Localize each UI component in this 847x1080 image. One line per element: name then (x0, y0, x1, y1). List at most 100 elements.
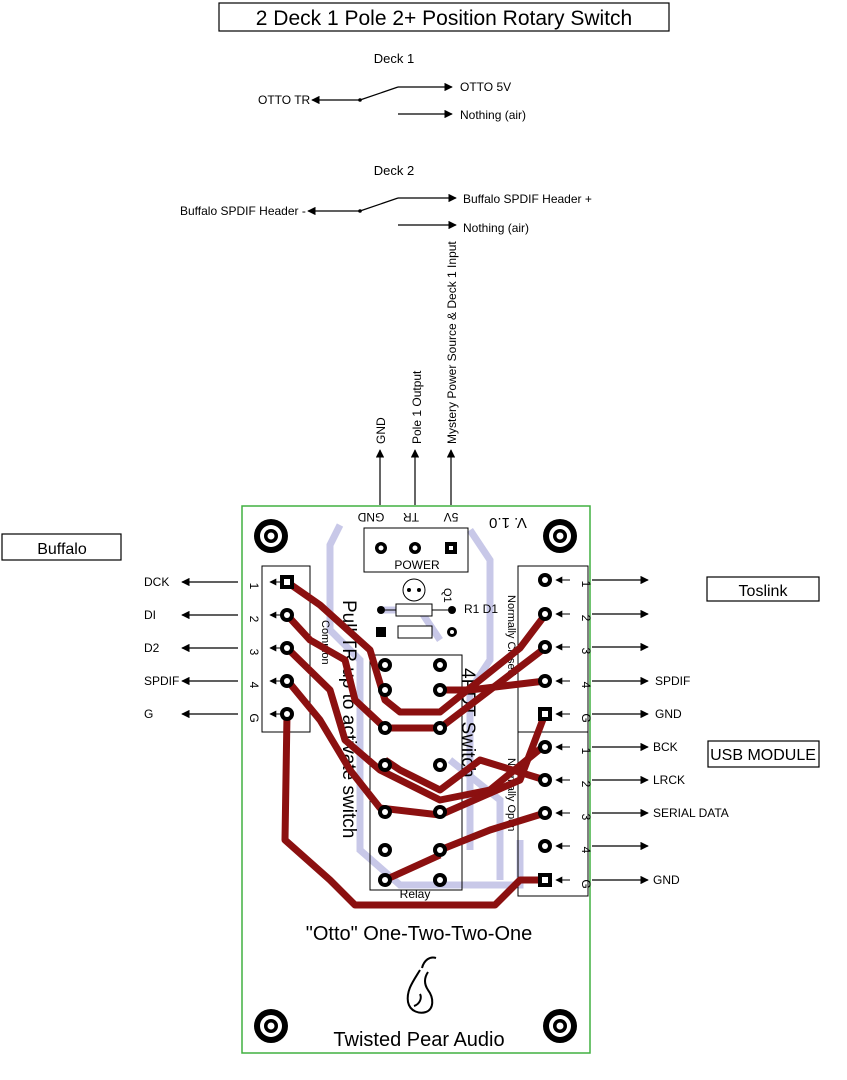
normally-closed-label: Normally Closed (505, 595, 517, 676)
right-bottom-signal-2: LRCK (653, 773, 685, 787)
deck-1-pos2-label: Nothing (air) (460, 108, 526, 122)
trace-5 (281, 713, 545, 909)
right-top-pin-1 (538, 573, 552, 587)
mount-hole-tr (543, 519, 577, 553)
title-box (218, 2, 670, 32)
left-pin-1 (280, 575, 294, 589)
left-pin-number-1: 1 (247, 583, 261, 590)
deck-1-label: Deck 1 (374, 51, 414, 66)
power-pin-gnd-label: GND (357, 510, 384, 524)
right-bottom-pin-number-3: 3 (579, 814, 593, 821)
left-signal-3: D2 (144, 641, 160, 655)
buffalo-label: Buffalo (37, 541, 87, 558)
right-bottom-pin-3 (538, 806, 552, 820)
right-bottom-pin-5 (538, 873, 552, 887)
relay-pad-l-1 (378, 658, 392, 672)
board-version: V. 1.0 (489, 514, 527, 531)
mystery-wire-label: Mystery Power Source & Deck 1 Input (445, 241, 459, 444)
right-top-pin-5 (538, 707, 552, 721)
right-bottom-pin-number-4: 4 (579, 847, 593, 854)
small-components: Q1 R1 D1 (376, 578, 498, 639)
left-pin-3 (280, 641, 294, 655)
relay-pad-l-5 (378, 805, 392, 819)
relay-pad-l-2 (378, 683, 392, 697)
power-pin-tr-label: TR (403, 510, 419, 524)
trace-8 (438, 809, 547, 854)
right-bottom-pin-number-5: G (579, 879, 593, 888)
left-pin-number-5: G (247, 713, 261, 722)
right-top-pin-3 (538, 640, 552, 654)
right-top-signal-5: GND (655, 707, 682, 721)
right-top-signal-4: SPDIF (655, 674, 690, 688)
right-top-pin-number-3: 3 (579, 648, 593, 655)
power-wires: GND Pole 1 Output Mystery Power Source &… (374, 241, 459, 505)
right-bottom-pin-4 (538, 839, 552, 853)
power-header: GND TR 5V POWER (357, 510, 469, 573)
mount-hole-bl (254, 1009, 288, 1043)
mount-hole-br (543, 1009, 577, 1043)
deck-2-label: Deck 2 (374, 163, 414, 178)
right-top-pin-4 (538, 674, 552, 688)
toslink-box (706, 576, 820, 602)
right-bottom-signal-1: BCK (653, 740, 678, 754)
left-signal-2: DI (144, 608, 156, 622)
relay-pad-r-4 (433, 758, 447, 772)
right-bottom-signal-5: GND (653, 873, 680, 887)
right-top-pin-number-1: 1 (579, 581, 593, 588)
right-top-pin-2 (538, 607, 552, 621)
q1-label: Q1 (441, 588, 453, 603)
left-signal-4: SPDIF (144, 674, 179, 688)
right-top-pin-number-5: G (579, 713, 593, 722)
relay-pad-l-3 (378, 721, 392, 735)
relay-pad-r-3 (433, 721, 447, 735)
usb-module-label: USB MODULE (710, 747, 816, 764)
relay-pad-l-7 (378, 873, 392, 887)
left-pin-number-3: 3 (247, 649, 261, 656)
pins (280, 573, 552, 887)
deck-1-pos1-label: OTTO 5V (460, 80, 511, 94)
trace-1 (284, 579, 548, 716)
relay-pad-l-6 (378, 843, 392, 857)
left-pin-4 (280, 674, 294, 688)
buffalo-box (1, 533, 122, 561)
trace-7 (383, 756, 547, 794)
usb-module-box (707, 740, 820, 768)
mount-hole-tl (254, 519, 288, 553)
relay-pad-r-7 (433, 873, 447, 887)
left-pin-number-2: 2 (247, 616, 261, 623)
right-bottom-pin-number-2: 2 (579, 781, 593, 788)
left-pin-number-4: 4 (247, 682, 261, 689)
power-pin-5v-label: 5V (444, 510, 459, 524)
right-top-pin-number-4: 4 (579, 682, 593, 689)
relay-pad-r-6 (433, 843, 447, 857)
left-pin-5 (280, 707, 294, 721)
right-bottom-pin-1 (538, 740, 552, 754)
toslink-label: Toslink (739, 583, 789, 600)
relay-pad-l-4 (378, 758, 392, 772)
power-header-label: POWER (394, 558, 440, 572)
relay-pad-r-1 (433, 658, 447, 672)
deck-1-common-label: OTTO TR (258, 93, 311, 107)
deck-2-switch: Deck 2 Buffalo SPDIF Header - Buffalo SP… (180, 163, 592, 235)
right-bottom-signal-3: SERIAL DATA (653, 806, 729, 820)
left-pin-2 (280, 608, 294, 622)
pear-logo-icon (406, 956, 437, 1014)
relay-pad-r-5 (433, 805, 447, 819)
right-top-pin-number-2: 2 (579, 615, 593, 622)
board-maker: Twisted Pear Audio (333, 1029, 504, 1051)
left-signal-5: G (144, 707, 153, 721)
deck-2-pos2-label: Nothing (air) (463, 221, 529, 235)
left-signal-1: DCK (144, 575, 169, 589)
deck-2-common-label: Buffalo SPDIF Header - (180, 204, 306, 218)
relay-label: Relay (400, 887, 431, 901)
right-bottom-pin-number-1: 1 (579, 748, 593, 755)
trace-6 (440, 677, 546, 694)
board-name: "Otto" One-Two-Two-One (306, 923, 533, 945)
mounting-holes (254, 519, 577, 1043)
right-bottom-pin-2 (538, 773, 552, 787)
page-title: 2 Deck 1 Pole 2+ Position Rotary Switch (256, 7, 632, 30)
gnd-wire-label: GND (374, 417, 388, 444)
deck-1-switch: Deck 1 OTTO TR OTTO 5V Nothing (air) (258, 51, 526, 122)
